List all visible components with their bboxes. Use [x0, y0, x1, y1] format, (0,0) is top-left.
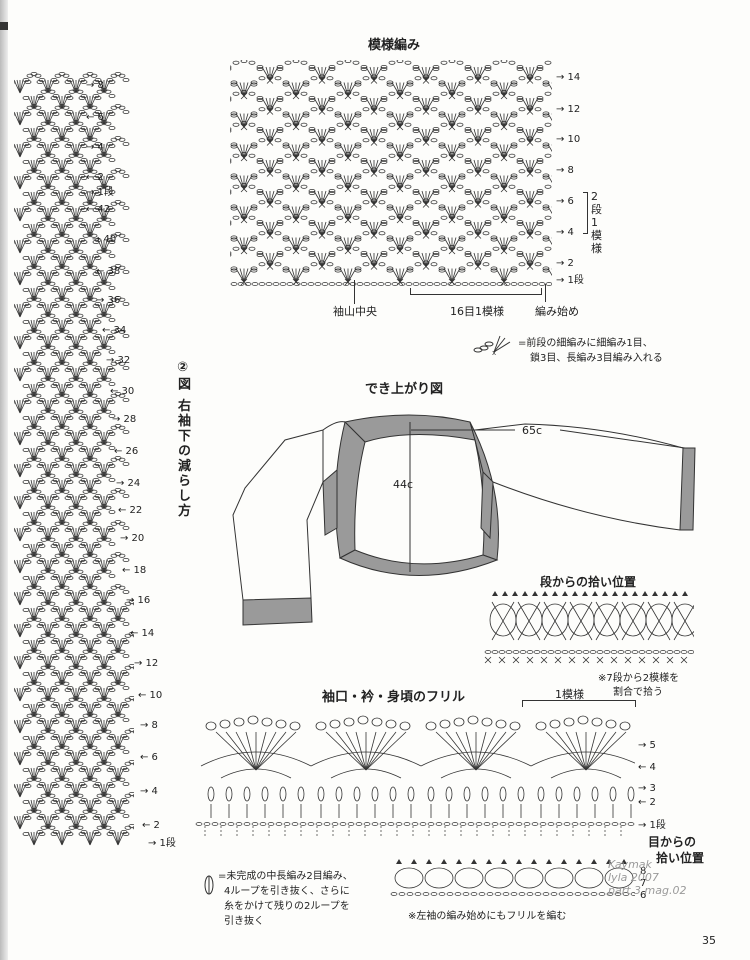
pickup-rows-title: 段からの拾い位置 [540, 575, 637, 589]
frill-legend-line-3: 糸をかけて残りの2ループを [224, 901, 350, 912]
pickup-rows-note-1: ※7段から2模様を [598, 673, 680, 684]
sleeve-row-label: ← 6 [86, 112, 104, 123]
fan-stitch-symbol: x [473, 335, 511, 356]
sleeve-row-label: → 4 [86, 142, 104, 153]
pickup-rows-stitches [484, 591, 694, 664]
frill-row-label: → 5 [638, 740, 656, 751]
frill-pickup-title-1: 目からの [648, 835, 697, 849]
repeat-label: 16目1模様 [450, 305, 504, 318]
sleeve-row-label: → 28 [112, 414, 137, 425]
sleeve-row-label: ← 14 [130, 628, 155, 639]
sleeve-row-label: → 20 [120, 533, 145, 544]
frill-pickup-chart [390, 856, 635, 902]
finished-title: でき上がり図 [365, 382, 444, 397]
sleeve-row-label: → 8 [86, 80, 104, 91]
sleeve-row-label: ← 26 [114, 446, 139, 457]
sleeve-row-label: → 1段 [86, 187, 114, 198]
page-number: 35 [702, 934, 716, 947]
pattern-row-label: → 4 [556, 227, 574, 238]
pickup-rows-note-2: 割合で拾う [613, 687, 663, 698]
repeat-note: 2段1模様 [591, 190, 602, 255]
watermark-line-1: Kaymak [608, 858, 652, 871]
start-arrow [545, 284, 546, 302]
frill-legend-line-1: =未完成の中長編み2目編み、 [218, 871, 353, 882]
frill-repeat-label: 1模様 [555, 688, 584, 701]
pattern-legend-line-1: =前段の細編みに細編み1目、 [518, 338, 653, 349]
start-label: 編み始め [535, 305, 579, 318]
center-marker [354, 280, 355, 304]
pickup-rows-chart [484, 590, 694, 670]
frill-legend-line-4: 引き抜く [224, 916, 264, 927]
frill-row-label: ← 2 [638, 797, 656, 808]
pattern-stitch-grid [230, 60, 552, 286]
sleeve-row-label: → 4 [140, 786, 158, 797]
sleeve-row-label: → 1段 [148, 838, 176, 849]
frill-pickup-title-2: 拾い位置 [656, 851, 705, 865]
frill-chart [195, 708, 635, 838]
pattern-row-label: → 1段 [556, 275, 584, 286]
frill-pickup-label: 6 [640, 890, 647, 901]
sleeve-row-label: ← 6 [140, 752, 158, 763]
watermark-line-2: lyla 2007 [608, 871, 659, 884]
frill-row-label: → 1段 [638, 820, 666, 831]
watermark-line-3: part 3 mag.02 [608, 884, 687, 897]
pattern-row-label: → 12 [556, 104, 581, 115]
frill-title: 袖口・衿・身頃のフリル [322, 690, 466, 705]
frill-row-label: ← 4 [638, 762, 656, 773]
pattern-legend-line-2: 鎖3目、長編み3目編み入れる [530, 353, 663, 364]
sleeve-row-label: → 36 [96, 295, 121, 306]
pattern-row-label: → 6 [556, 196, 574, 207]
frill-legend-line-2: 4ループを引き抜く、さらに [224, 886, 350, 897]
sleeve-row-label: ← 22 [118, 505, 143, 516]
sleeve-row-label: → 12 [134, 658, 159, 669]
sleeve-row-label: → 16 [126, 595, 151, 606]
finished-garment-drawing [232, 414, 696, 626]
frill-row-label: → 3 [638, 783, 656, 794]
watermark: Kaymak lyla 2007 part 3 mag.02 [608, 858, 686, 897]
sleeve-row-label: → 40 [92, 234, 117, 245]
sleeve-row-label: → 32 [106, 355, 131, 366]
sleeve-row-label: ← 30 [110, 386, 135, 397]
frill-pickup-label: 7 [640, 878, 647, 889]
sleeve-row-label: ← 2 [86, 172, 104, 183]
page-spine [0, 0, 8, 960]
sleeve-chart-title: ②図 右袖下の減らし方 [175, 360, 190, 519]
pattern-row-label: → 10 [556, 134, 581, 145]
frill-footnote: ※左袖の編み始めにもフリルを編む [408, 911, 567, 922]
pattern-chart [230, 60, 552, 290]
cluster-stitch-symbol [204, 875, 214, 895]
sleeve-row-label: ← 42 [86, 204, 111, 215]
frill-pickup-stitches [390, 859, 635, 896]
sleeve-row-label: ← 10 [138, 690, 163, 701]
sleeve-row-label: → 24 [116, 478, 141, 489]
frill-stitches [195, 715, 635, 836]
svg-text:x: x [492, 349, 496, 356]
repeat-width-bracket [410, 288, 542, 295]
width-label: 65c [522, 424, 543, 437]
pattern-row-label: → 14 [556, 72, 581, 83]
height-label: 44c [393, 478, 414, 491]
sleeve-row-label: → 8 [140, 720, 158, 731]
sleeve-row-label: ← 2 [142, 820, 160, 831]
center-label: 袖山中央 [333, 305, 377, 318]
sleeve-row-label: ← 38 [96, 266, 121, 277]
sleeve-row-label: ← 18 [122, 565, 147, 576]
repeat-bracket [583, 192, 588, 234]
pattern-row-label: → 2 [556, 258, 574, 269]
frill-pickup-label: 8 [640, 866, 647, 877]
pattern-chart-title: 模様編み [368, 38, 421, 53]
sleeve-row-label: ← 34 [102, 325, 127, 336]
pattern-row-label: → 8 [556, 165, 574, 176]
sleeve-stitch-pattern [14, 72, 134, 846]
sleeve-decrease-chart [14, 70, 134, 850]
frill-repeat-bracket [522, 700, 636, 707]
spine-mark [0, 22, 8, 30]
